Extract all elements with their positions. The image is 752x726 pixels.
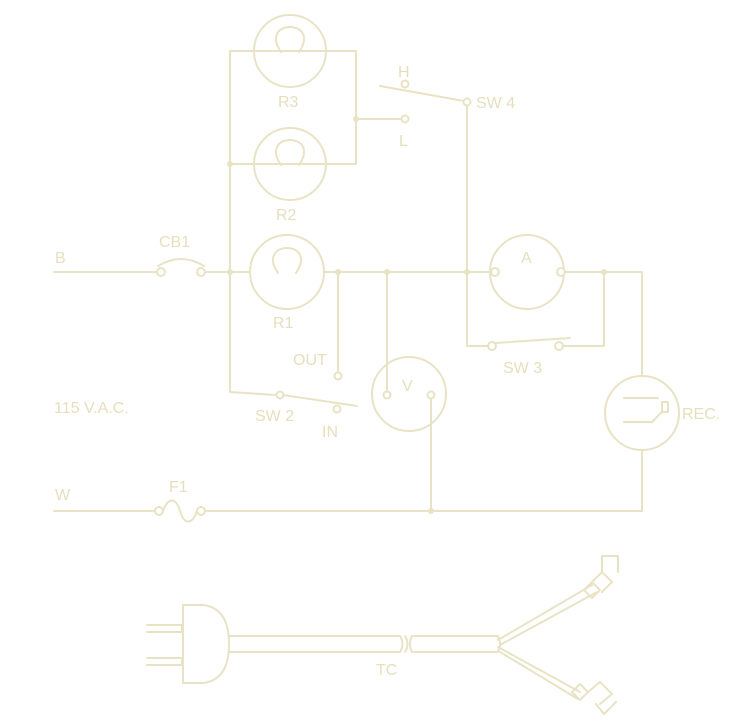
label-h: H [398,64,410,81]
label-sw4: SW 4 [476,95,515,112]
label-r1: R1 [273,315,294,332]
fuse-f1 [53,499,643,523]
label-w: W [55,487,71,504]
switch-sw3 [466,271,605,351]
out-terminal [333,271,343,381]
label-out: OUT [293,352,327,369]
label-r2: R2 [276,207,297,224]
label-cb1: CB1 [159,234,190,251]
label-rec: REC. [682,406,720,423]
voltmeter-v [371,271,447,512]
label-ammeter: A [521,250,532,267]
main-bus [227,269,492,275]
switch-sw2 [229,390,358,414]
ammeter-a [489,234,643,310]
label-sw2: SW 2 [255,408,294,425]
power-cord-tc [146,555,619,715]
label-in: IN [322,424,338,441]
circuit-breaker-cb1 [53,258,250,277]
label-vac: 115 V.A.C. [54,400,129,417]
switch-sw4 [379,79,472,347]
label-sw3: SW 3 [503,360,542,377]
rectifier-rec [604,271,680,512]
lamp-r1 [249,234,325,310]
label-voltmeter: V [402,378,413,395]
label-tc: TC [376,662,397,679]
label-r3: R3 [278,94,299,111]
label-l: L [399,133,408,150]
label-f1: F1 [169,479,188,496]
label-b: B [55,250,66,267]
lamp-parallel-wiring [227,50,406,393]
